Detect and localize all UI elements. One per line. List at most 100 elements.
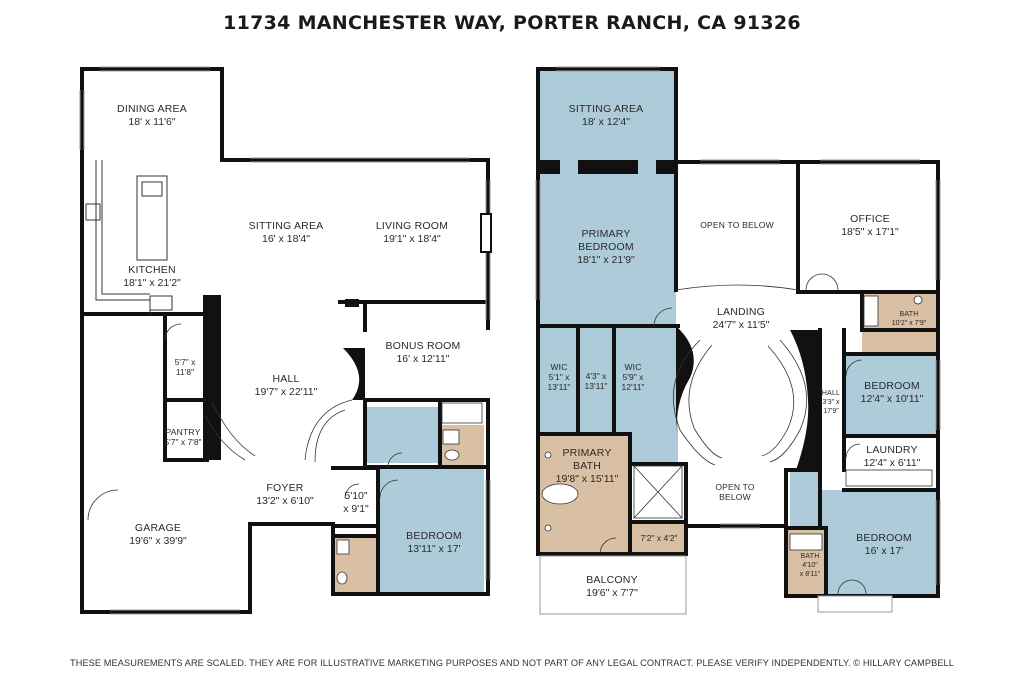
room-primary-bath: PRIMARY BATH 19'8" x 15'11" [544,447,630,486]
floorplan-title: 11734 MANCHESTER WAY, PORTER RANCH, CA 9… [223,12,801,34]
bath-fixtures [336,402,483,585]
room-hall-1: HALL 19'7" x 22'11" [238,373,334,399]
room-name: OFFICE [850,213,890,225]
room-name: KITCHEN [128,264,176,276]
room-wic-middle: 4'3" x 13'11" [578,371,614,391]
room-dimensions: 18'5" x 17'1" [841,226,899,238]
room-dimensions: 18'1" x 21'2" [123,277,181,289]
wic-fill [538,326,678,434]
shower-box [633,465,683,519]
room-dimensions: 19'8" x 15'11" [555,473,619,485]
room-name: LAUNDRY [866,444,918,456]
room-name: GARAGE [134,522,182,534]
room-hall-2: HALL 3'3" x 17'9" [818,389,844,416]
room-dimensions: 12'4" x 10'11" [860,393,924,405]
first-floor-doors [87,323,403,521]
room-bedroom-up-2: BEDROOM 16' x 17' [834,532,934,558]
header-beam [656,160,678,174]
room-dimensions-line2: 13'11" [584,381,608,391]
header-beam [538,160,560,174]
stair-wall-up-left [676,326,694,434]
room-name: SITTING AREA [568,103,644,115]
room-dimensions: 19'1" x 18'4" [383,233,441,245]
primary-bedroom-fill [538,69,676,333]
stair-wall-right [343,348,365,400]
room-dimensions: 7'2" x 4'2" [640,533,678,543]
room-name: PANTRY [165,427,201,437]
juliet-balcony [817,595,893,613]
room-name: LANDING [716,306,766,318]
room-dimensions-line2: x 9'1" [343,503,369,515]
room-dimensions-line2: 13'11" [547,382,571,392]
room-kitchen: KITCHEN 18'1" x 21'2" [100,264,204,290]
bath-fill-blue [367,407,440,463]
shower-fill [630,434,678,464]
room-name: SITTING AREA [248,220,324,232]
room-dimensions-line1: 4'10" [802,562,818,569]
header-beam [578,160,638,174]
second-floor-stairs [672,284,808,466]
room-closet-2: 5'10" x 9'1" [334,490,378,516]
room-name: BATH [899,311,919,318]
room-dimensions: 16' x 18'4" [261,233,311,245]
room-name: HALL [821,390,841,397]
room-name: LIVING ROOM [375,220,449,232]
room-balcony: BALCONY 19'6" x 7'7" [560,574,664,600]
room-name-line2: BATH [572,460,602,472]
fireplace [480,213,492,253]
room-pantry: PANTRY 5'7" x 7'8" [160,427,206,447]
room-name: DINING AREA [117,103,187,115]
room-dimensions: 18' x 11'6" [128,116,176,128]
balcony-outline [539,555,687,615]
room-office: OFFICE 18'5" x 17'1" [820,213,920,239]
first-floor-plan [79,66,492,615]
room-bedroom-1: BEDROOM 13'11" x 17' [384,530,484,556]
room-dimensions: 16' x 12'11" [396,353,450,365]
room-dimensions: 13'2" x 6'10" [256,495,314,507]
bedroom1-fill [380,468,484,594]
column [345,299,359,307]
second-floor-plan [535,66,941,615]
room-bedroom-up-1: BEDROOM 12'4" x 10'11" [848,380,936,406]
room-dimensions: 10'2" x 7'9" [891,320,927,327]
room-landing: LANDING 24'7" x 11'5" [694,306,788,332]
room-wic-2: WIC 5'9" x 12'11" [614,362,652,392]
room-dimensions-line1: 3'3" x [822,399,840,406]
room-dimensions: 18'1" x 21'9" [577,254,635,266]
room-laundry: LAUNDRY 12'4" x 6'11" [848,444,936,470]
room-dimensions-line1: 5'9" x [622,372,644,382]
first-floor-stairs [204,399,353,463]
room-dimensions-line2: 11'8" [175,367,195,377]
room-name: BATH [800,553,820,560]
room-name: BEDROOM [856,532,912,544]
room-name: WIC [550,362,568,372]
closet-small-fill [630,522,686,554]
room-dimensions: 18' x 12'4" [581,116,631,128]
room-name: WIC [624,362,642,372]
room-name: PRIMARY [581,228,631,240]
bedroom-up2-nook [790,468,820,498]
room-name: OPEN TO [715,482,755,492]
room-dimensions: 12'4" x 6'11" [863,457,921,469]
room-foyer: FOYER 13'2" x 6'10" [234,482,336,508]
room-primary-bedroom: PRIMARY BEDROOM 18'1" x 21'9" [556,228,656,267]
stair-wall-left [203,295,221,460]
room-dimensions-line2: x 8'11" [799,571,821,578]
room-dimensions-line1: 4'3" x [585,371,607,381]
room-dimensions-line1: 5'1" x [548,372,570,382]
room-dimensions-line2: 17'9" [823,408,839,415]
room-dimensions: 19'6" x 7'7" [586,587,638,599]
second-floor-windows [535,66,941,585]
room-dimensions: 16' x 17' [864,545,904,557]
first-floor-walls [80,67,490,614]
room-dimensions: 19'7" x 22'11" [254,386,318,398]
room-dimensions: 24'7" x 11'5" [712,319,770,331]
room-dimensions: 5'7" x 7'8" [164,437,202,447]
room-name: PRIMARY [562,447,612,459]
kitchen-fixtures [85,160,173,314]
room-dimensions: 19'6" x 39'9" [129,535,187,547]
room-closet-1: 5'7" x 11'8" [166,357,204,377]
second-floor-doors [599,273,867,595]
room-bath-up-1: BATH 10'2" x 7'9" [882,310,936,328]
